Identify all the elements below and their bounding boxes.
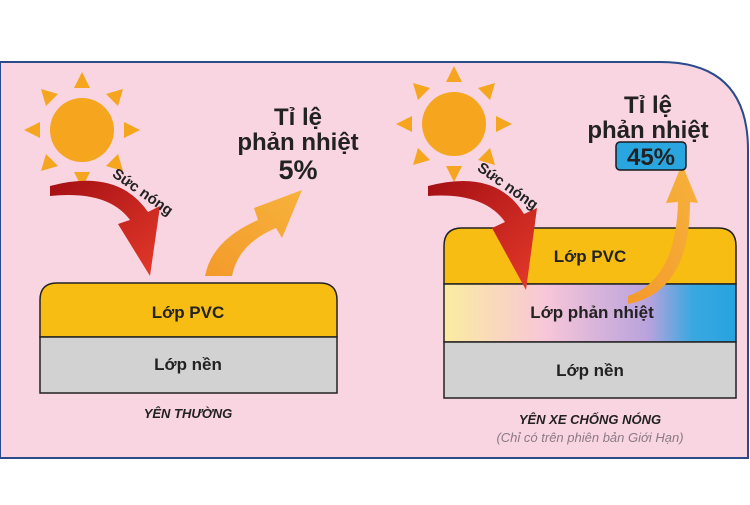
heat-arrow-icon (428, 180, 537, 290)
right-pvc-label: Lớp PVC (554, 247, 627, 266)
left-pvc-layer (39, 282, 338, 338)
right-ratio-line2: phản nhiệt (587, 117, 708, 144)
reflection-arrow-icon (628, 164, 698, 304)
heat-arrow-icon (50, 180, 160, 276)
left-caption: YÊN THƯỜNG (144, 406, 233, 421)
reflection-arrow-icon (205, 190, 302, 276)
left-ratio-line1: Tỉ lệ (274, 104, 322, 131)
right-ratio-line1: Tỉ lệ (624, 92, 672, 119)
right-base-layer (443, 341, 737, 399)
right-caption: YÊN XE CHỐNG NÓNG (519, 412, 661, 427)
sun-icon (24, 72, 140, 188)
right-reflect-layer (443, 283, 737, 343)
left-ratio-line2: phản nhiệt (237, 129, 358, 156)
right-ratio-value: 45% (627, 144, 675, 171)
left-base-layer (39, 336, 338, 394)
right-reflect-label: Lớp phản nhiệt (530, 303, 654, 322)
right-base-label: Lớp nền (556, 361, 624, 380)
left-base-label: Lớp nền (154, 355, 222, 374)
left-ratio-value: 5% (278, 155, 317, 185)
left-pvc-label: Lớp PVC (152, 303, 225, 322)
right-note: (Chỉ có trên phiên bản Giới Hạn) (496, 430, 683, 445)
right-ratio-badge (615, 141, 687, 171)
sun-icon (396, 66, 512, 182)
